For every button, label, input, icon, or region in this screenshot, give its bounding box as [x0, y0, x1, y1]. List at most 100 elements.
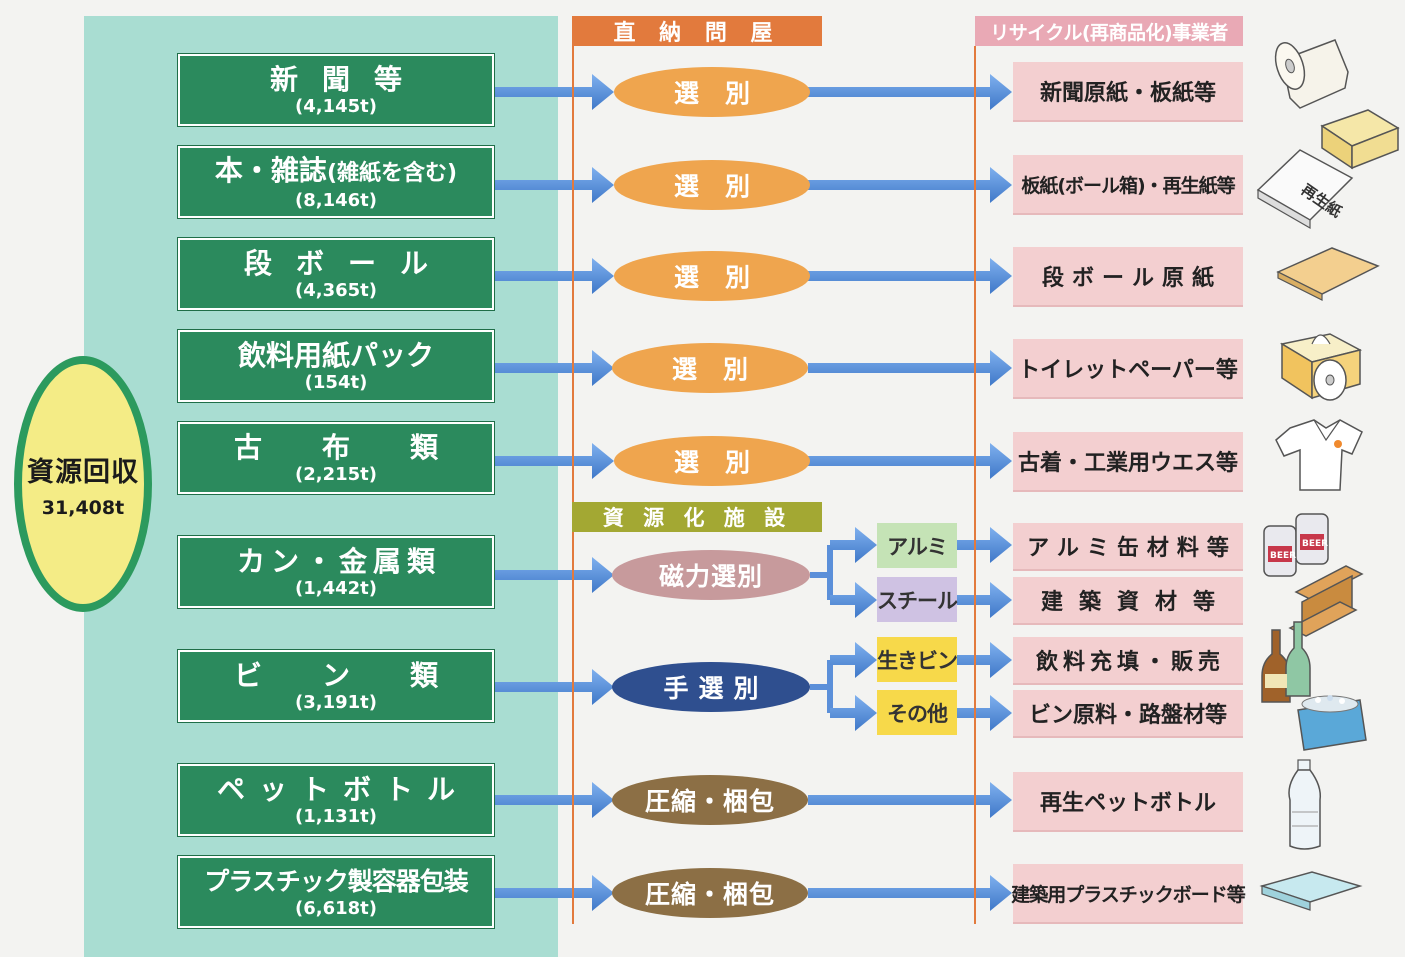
material-cans-metals: カン・金属類 (1,442t): [177, 535, 495, 609]
shirt-icon: [1275, 419, 1363, 491]
material-amount: (8,146t): [295, 189, 377, 211]
svg-text:BEER: BEER: [1270, 551, 1296, 561]
bottles-icon: [1261, 621, 1311, 703]
arrows-group: [494, 74, 1012, 911]
svg-text:BEER: BEER: [1302, 539, 1328, 549]
intermediate-reusable-bottles: 生きビン: [877, 637, 958, 682]
material-label: 飲料用紙パック: [237, 339, 434, 372]
product-bottle-raw-material: ビン原料・路盤材等: [1013, 690, 1243, 738]
material-amount: (154t): [304, 372, 368, 393]
flow-arrow-material-7: [494, 782, 614, 818]
wholesale-divider: [572, 46, 574, 502]
product-paperboard: 板紙(ボール箱)・再生紙等: [1013, 155, 1243, 215]
process-hand-sorting: 手選別: [612, 662, 810, 712]
source-total: 31,408t: [41, 496, 125, 519]
material-books-magazines: 本・雑誌(雑紙を含む) (8,146t): [177, 145, 495, 219]
cardboard-icon: [1276, 247, 1380, 301]
intermediate-other: その他: [877, 690, 957, 735]
material-pet-bottles: ペットボトル (1,131t): [177, 763, 495, 837]
process-sorting: 選別: [614, 251, 810, 301]
material-amount: (4,365t): [295, 280, 377, 301]
flow-arrow-process-1: [808, 167, 1012, 203]
flow-arrow-process-7: [808, 782, 1012, 818]
branch-arrow-reusable: [830, 642, 877, 678]
flow-arrow-material-6: [494, 669, 614, 705]
branch-arrow-aluminum: [830, 527, 877, 563]
flow-arrow-process-0: [808, 74, 1012, 110]
product-recycled-pet: 再生ペットボトル: [1013, 772, 1243, 832]
product-toilet-paper: トイレットペーパー等: [1013, 339, 1243, 399]
product-newsprint: 新聞原紙・板紙等: [1013, 62, 1243, 122]
material-label: 古布類: [234, 431, 499, 464]
material-label: プラスチック製容器包装: [204, 867, 469, 896]
material-paper-packs: 飲料用紙パック (154t): [177, 329, 495, 403]
product-used-clothing: 古着・工業用ウエス等: [1013, 432, 1243, 492]
material-amount: (6,618t): [295, 898, 377, 919]
process-sorting: 選別: [614, 436, 810, 486]
flow-arrow-steel-product: [957, 582, 1012, 618]
material-amount: (3,191t): [295, 692, 377, 713]
process-magnetic-sorting: 磁力選別: [612, 550, 810, 600]
material-plastic-packaging: プラスチック製容器包装 (6,618t): [177, 855, 495, 929]
flow-arrow-process-3: [808, 350, 1012, 386]
process-compress-pack: 圧縮・梱包: [612, 868, 808, 918]
branch-arrow-steel: [830, 582, 877, 618]
product-aluminum-can-material: アルミ缶材料等: [1013, 523, 1243, 571]
cans-icon: BEER BEER: [1263, 513, 1329, 577]
material-amount: (1,131t): [295, 806, 377, 827]
material-label: 新聞等: [269, 63, 426, 96]
tissue-icon: [1279, 333, 1363, 401]
recycled-paper-icon: 再生紙: [1256, 149, 1354, 230]
header-facility: 資 源 化 施 設: [572, 502, 822, 532]
flow-arrow-material-3: [494, 350, 614, 386]
source-title: 資源回収: [27, 456, 139, 488]
material-amount: (1,442t): [295, 578, 377, 599]
material-amount: (2,215t): [295, 464, 377, 485]
flow-arrow-material-2: [494, 258, 614, 294]
flow-arrow-material-5: [494, 557, 614, 593]
material-bottles: ビン類 (3,191t): [177, 649, 495, 723]
material-sublabel: (雑紙を含む): [326, 160, 458, 186]
material-label: カン・金属類: [236, 545, 441, 578]
flow-arrow-process-2: [808, 258, 1012, 294]
process-sorting: 選別: [614, 67, 810, 117]
flow-arrow-process-8: [808, 875, 1012, 911]
material-cardboard: 段ボール (4,365t): [177, 237, 495, 311]
product-beverage-filling: 飲料充填・販売: [1013, 637, 1243, 685]
flow-arrow-other-product: [957, 695, 1012, 731]
material-label: ペットボトル: [216, 773, 469, 806]
flow-arrow-material-0: [494, 74, 614, 110]
product-construction-materials: 建築資材等: [1013, 577, 1243, 625]
material-label: ビン類: [234, 659, 499, 692]
header-recycler: リサイクル(再商品化)事業者: [975, 16, 1243, 46]
process-sorting: 選別: [614, 160, 810, 210]
process-sorting: 選別: [612, 343, 808, 393]
steel-beam-icon: [1288, 565, 1364, 637]
cullet-icon: [1297, 695, 1367, 751]
plastic-board-icon: [1259, 871, 1363, 911]
flow-arrow-aluminum-product: [957, 527, 1012, 563]
facility-divider: [572, 532, 574, 924]
product-corrugated-base: 段ボール原紙: [1013, 247, 1243, 307]
flow-arrow-material-4: [494, 443, 614, 479]
material-newspaper: 新聞等 (4,145t): [177, 53, 495, 127]
source-oval: 資源回収 31,408t: [14, 356, 152, 612]
pet-bottle-icon: [1288, 759, 1322, 850]
product-plastic-board: 建築用プラスチックボード等: [1011, 864, 1246, 924]
material-old-cloth: 古布類 (2,215t): [177, 421, 495, 495]
material-amount: (4,145t): [295, 96, 377, 117]
box-icon: [1320, 109, 1400, 170]
material-label: 段ボール: [243, 247, 452, 280]
material-label: 本・雑誌(雑紙を含む): [214, 153, 458, 187]
flow-arrow-process-4: [808, 443, 1012, 479]
flow-arrow-material-8: [494, 875, 614, 911]
header-wholesale: 直 納 問 屋: [572, 16, 822, 46]
process-compress-pack: 圧縮・梱包: [612, 775, 808, 825]
branch-arrow-other: [830, 695, 877, 731]
recycler-divider: [974, 46, 976, 924]
flow-arrow-material-1: [494, 167, 614, 203]
intermediate-aluminum: アルミ: [877, 523, 957, 568]
intermediate-steel: スチール: [877, 577, 958, 622]
paper-roll-icon: [1274, 39, 1349, 109]
